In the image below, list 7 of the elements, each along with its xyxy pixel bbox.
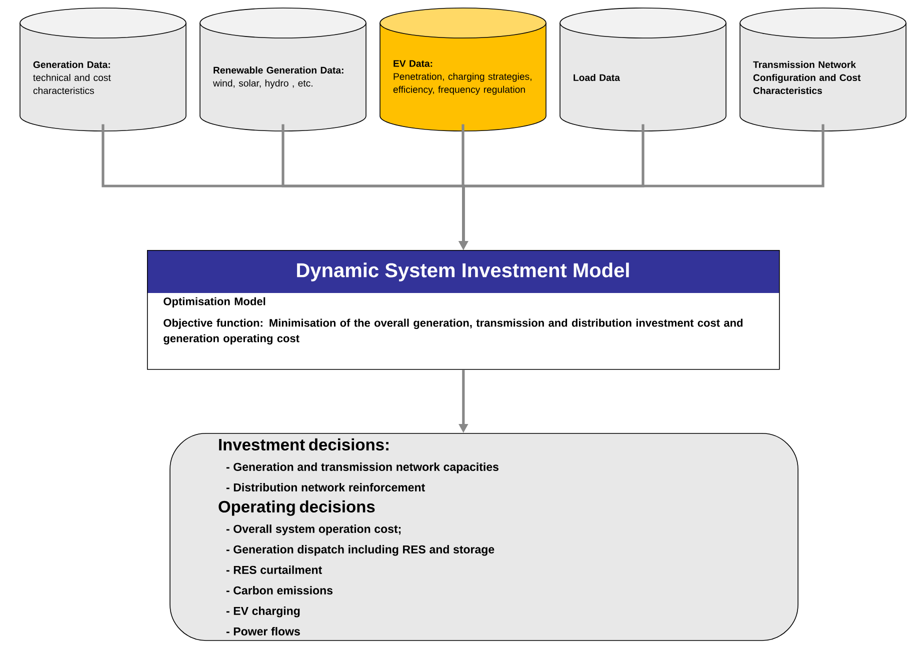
database-cylinder: Renewable Generation Data: wind, solar, hydro , etc. [200, 8, 366, 132]
database-cylinder: Transmission Network Configuration and Cost Characteristics [740, 8, 906, 132]
database-cylinder: Load Data [560, 8, 726, 132]
database-cylinder: EV Data: Penetration, charging strategies, efficiency, frequency regulation [380, 8, 546, 132]
database-cylinder: Generation Data: technical and cost characteristics [20, 8, 186, 132]
model-box: Dynamic System Investment Model Optimisation Model Objective function: Minimisation of the overall generation, transmission and distribution investment cost and generation operating cost [147, 250, 780, 370]
decision-box: Investment decisions: - Generation and transmission network capacities - Distribution network reinforcement Operating decisions - Overall system operation cost; - Generation dispatch including RES and storage - RES curtailment - Carbon emissions - EV charging - Power flows [170, 433, 798, 641]
